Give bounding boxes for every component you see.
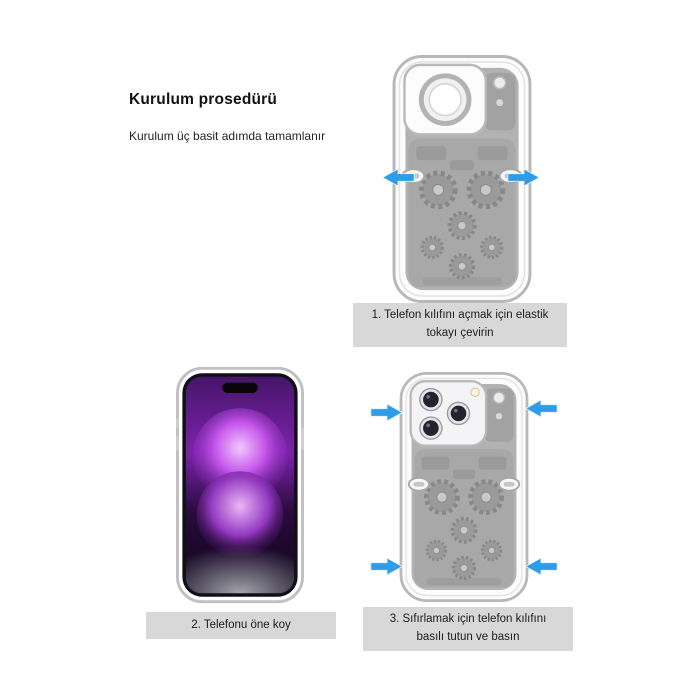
camera-lens-icon bbox=[419, 387, 443, 412]
step2-phone-front-illustration bbox=[176, 366, 304, 604]
arrow-left-icon bbox=[381, 167, 415, 188]
step2-caption: 2. Telefonu öne koy bbox=[146, 612, 336, 639]
mic-hole-icon bbox=[495, 412, 503, 420]
elastic-buckle-left-icon bbox=[407, 476, 430, 492]
camera-cutout bbox=[403, 63, 488, 136]
step1-caption: 1. Telefon kılıfını açmak için elastik t… bbox=[353, 303, 567, 347]
power-button bbox=[301, 427, 304, 450]
step1-case-back-illustration bbox=[392, 55, 532, 303]
arrow-inward-bottom-right-icon bbox=[524, 556, 558, 577]
camera-flash-icon bbox=[470, 387, 480, 397]
arrow-inward-top-left-icon bbox=[370, 402, 404, 423]
arrow-right-icon bbox=[507, 167, 541, 188]
mic-hole-icon bbox=[496, 99, 504, 107]
elastic-buckle-right-icon bbox=[498, 476, 521, 492]
mute-switch bbox=[176, 418, 179, 428]
step3-caption: 3. Sıfırlamak için telefon kılıfını bası… bbox=[363, 607, 573, 651]
page-title: Kurulum prosedürü bbox=[129, 91, 278, 108]
step3-case-back-illustration bbox=[392, 372, 536, 602]
dynamic-island bbox=[222, 382, 258, 393]
flash-hole-icon bbox=[492, 391, 506, 404]
flash-hole-icon bbox=[493, 76, 507, 90]
camera-lens-icon bbox=[419, 416, 443, 440]
phone-screen bbox=[185, 376, 295, 594]
arrow-inward-top-right-icon bbox=[524, 398, 558, 419]
volume-button bbox=[176, 435, 179, 451]
page-subtitle: Kurulum üç basit adımda tamamlanır bbox=[129, 129, 326, 143]
camera-module bbox=[409, 380, 488, 447]
camera-lens-icon bbox=[446, 401, 471, 426]
arrow-inward-bottom-left-icon bbox=[370, 556, 404, 577]
